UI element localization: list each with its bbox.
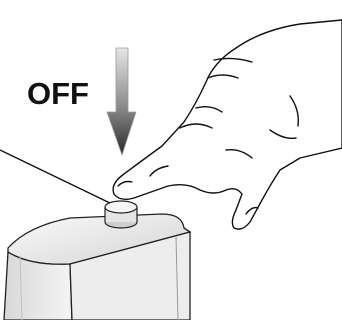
off-label: OFF xyxy=(27,76,89,111)
pointing-hand-icon xyxy=(113,20,342,229)
pointer-line xyxy=(0,150,112,204)
push-button-icon xyxy=(105,201,137,228)
down-arrow-icon xyxy=(107,48,136,155)
device-body xyxy=(4,214,190,320)
